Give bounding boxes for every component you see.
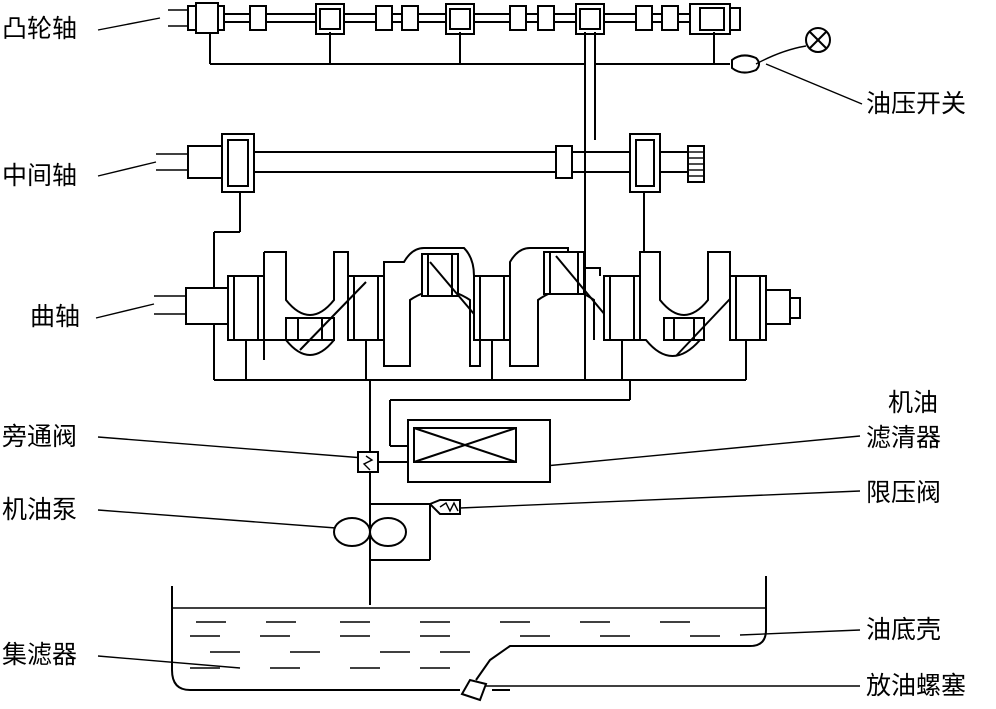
label-oil-pump: 机油泵 [2,495,77,524]
oil-pan [171,576,767,702]
label-oil-filter-line2: 滤清器 [866,423,941,452]
pump-gear-left [333,517,371,547]
leader-lines [95,17,863,687]
label-oil-pressure-switch: 油压开关 [866,89,966,118]
label-pressure-relief-valve: 限压阀 [866,478,941,507]
oil-filter-housing [407,419,551,483]
pump-gear-right [369,517,407,547]
crankshaft [154,247,801,367]
label-oil-pan: 油底壳 [866,615,941,644]
label-bypass-valve: 旁通阀 [2,422,77,451]
leader-intermediate-shaft [97,161,157,177]
label-drain-plug: 放油螺塞 [866,671,966,700]
warning-lamp-icon [805,27,831,53]
oil-pump [333,499,461,561]
oil-filter-element [413,427,517,463]
label-oil-filter-line1: 机油 [888,388,938,417]
leader-crankshaft [95,303,155,319]
label-strainer: 集滤器 [2,640,77,669]
oil-filter-circuit [357,380,631,605]
label-crankshaft: 曲轴 [30,302,80,331]
intermediate-shaft [156,133,705,193]
leader-camshaft [97,17,161,31]
label-intermediate-shaft: 中间轴 [2,161,77,190]
pressure-relief-valve [428,499,461,515]
leader-oil-pan [739,629,861,636]
leader-bypass-valve [97,436,365,459]
leader-oil-filter [544,435,861,467]
oil-level-marks [190,621,720,669]
leader-oil-pump [97,509,337,529]
camshaft-oil-gallery [209,32,730,268]
camshaft [168,2,741,35]
leader-pressure-relief-valve [459,490,861,509]
leader-strainer [97,655,241,669]
oil-pressure-switch [731,27,831,74]
label-camshaft: 凸轮轴 [2,14,77,43]
drain-plug [460,678,488,702]
main-oil-gallery [214,268,747,381]
leader-oil-pressure-switch [765,63,863,105]
